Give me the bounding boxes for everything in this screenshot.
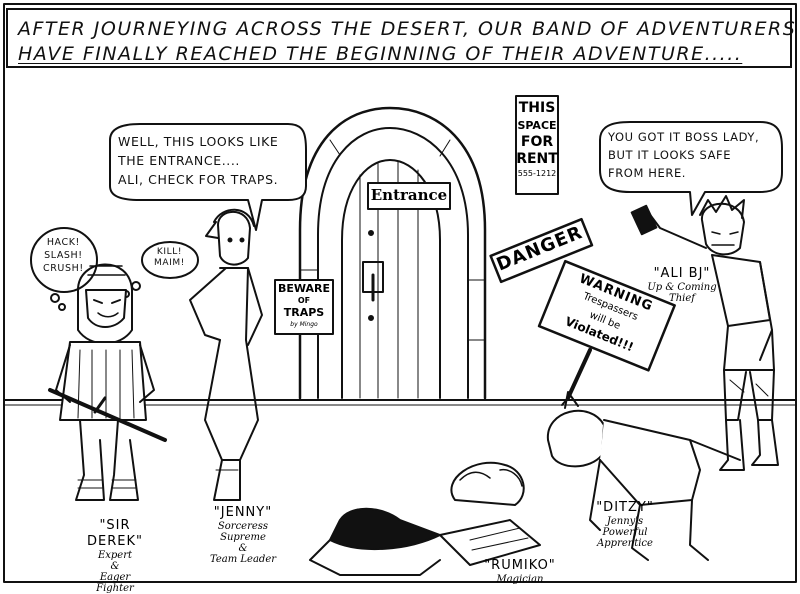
rent-line-4: RENT [516,151,558,167]
beware-line-3: TRAPS [283,306,325,319]
derek-speech-line-2: SLASH! [44,250,83,261]
ditzy-label: "DITZY" Jenny's Powerful Apprentice [580,500,670,549]
entrance-sign-text: Entrance [370,186,448,204]
danger-sign [489,217,594,284]
rumiko-name: "RUMIKO" [484,558,556,573]
ditzy-desc-3: Apprentice [597,538,653,549]
ditzy-name: "DITZY" [596,500,654,515]
jenny-figure [189,208,263,501]
derek-name: "SIR DEREK" [87,518,143,549]
jenny-desc-4: Team Leader [209,554,277,565]
rent-sign-text: THIS SPACE FOR RENT 555-1212 [516,100,558,180]
jenny-line-3: ALI, CHECK FOR TRAPS. [118,172,279,187]
panel-border [3,3,797,583]
ditzy-desc-1: Jenny's [606,516,644,527]
jenny-bubble [109,123,307,231]
ali-bubble [599,121,783,216]
derek-speech-text: HACK! SLASH! CRUSH! [43,236,84,275]
ali-line-2: BUT IT LOOKS SAFE [608,148,732,162]
ditzy-desc-2: Powerful [602,527,648,538]
derek-speech-line-3: CRUSH! [43,263,84,274]
ali-desc-1: Up & Coming [647,282,717,293]
entrance-door [298,106,487,400]
jenny-line-1: WELL, THIS LOOKS LIKE [118,134,279,149]
derek-desc-2: & [110,561,120,572]
ditzy-figure [546,391,741,561]
beware-line-1: BEWARE [277,282,331,295]
ali-bubble-text: YOU GOT IT BOSS LADY, BUT IT LOOKS SAFE … [608,128,759,182]
rumiko-label: "RUMIKO" Magician [470,558,570,585]
jenny-desc-1: Sorceress [217,521,269,532]
derek-speech-line-1: HACK! [46,237,80,248]
derek-thought-line-1: KILL! [156,247,183,257]
jenny-bubble-text: WELL, THIS LOOKS LIKE THE ENTRANCE.... A… [118,132,278,189]
rent-line-3: FOR [520,134,554,150]
narration-caption: AFTER JOURNEYING ACROSS THE DESERT, OUR … [6,8,795,68]
derek-desc-3: Eager [99,572,131,583]
jenny-desc-2: Supreme [220,532,266,543]
derek-label: "SIR DEREK" Expert & Eager Fighter [70,518,160,594]
beware-signature: by Mingo [290,321,318,328]
ali-line-1: YOU GOT IT BOSS LADY, [608,130,760,144]
derek-thought-bubble [141,241,199,279]
derek-desc-1: Expert [97,550,133,561]
caption-line-2: HAVE FINALLY REACHED THE BEGINNING OF TH… [18,43,743,65]
rent-line-1: THIS [518,100,556,116]
ali-name: "ALI BJ" [653,266,711,281]
beware-sign [274,279,334,335]
beware-line-2: OF [297,296,311,305]
jenny-desc-3: & [238,543,248,554]
derek-thought-line-2: MAIM! [154,258,185,268]
ali-line-3: FROM HERE. [608,166,687,180]
rumiko-figure [309,461,541,576]
derek-thought-text: KILL! MAIM! [154,247,185,269]
rent-sign [515,95,559,195]
entrance-sign [367,182,451,210]
ali-figure [630,195,779,471]
sir-derek-figure [48,263,167,501]
rent-phone: 555-1212 [517,169,557,178]
jenny-name: "JENNY" [213,505,273,520]
ali-label: "ALI BJ" Up & Coming Thief [640,266,724,304]
jenny-label: "JENNY" Sorceress Supreme & Team Leader [198,505,288,565]
caption-line-1: AFTER JOURNEYING ACROSS THE DESERT, OUR … [18,18,797,40]
rent-line-2: SPACE [517,119,557,132]
derek-speech-bubble [30,227,98,293]
ali-desc-2: Thief [669,293,695,304]
jenny-line-2: THE ENTRANCE.... [118,153,240,168]
rumiko-desc-1: Magician [496,574,544,585]
beware-sign-text: BEWARE OF TRAPS by Mingo [275,283,333,331]
